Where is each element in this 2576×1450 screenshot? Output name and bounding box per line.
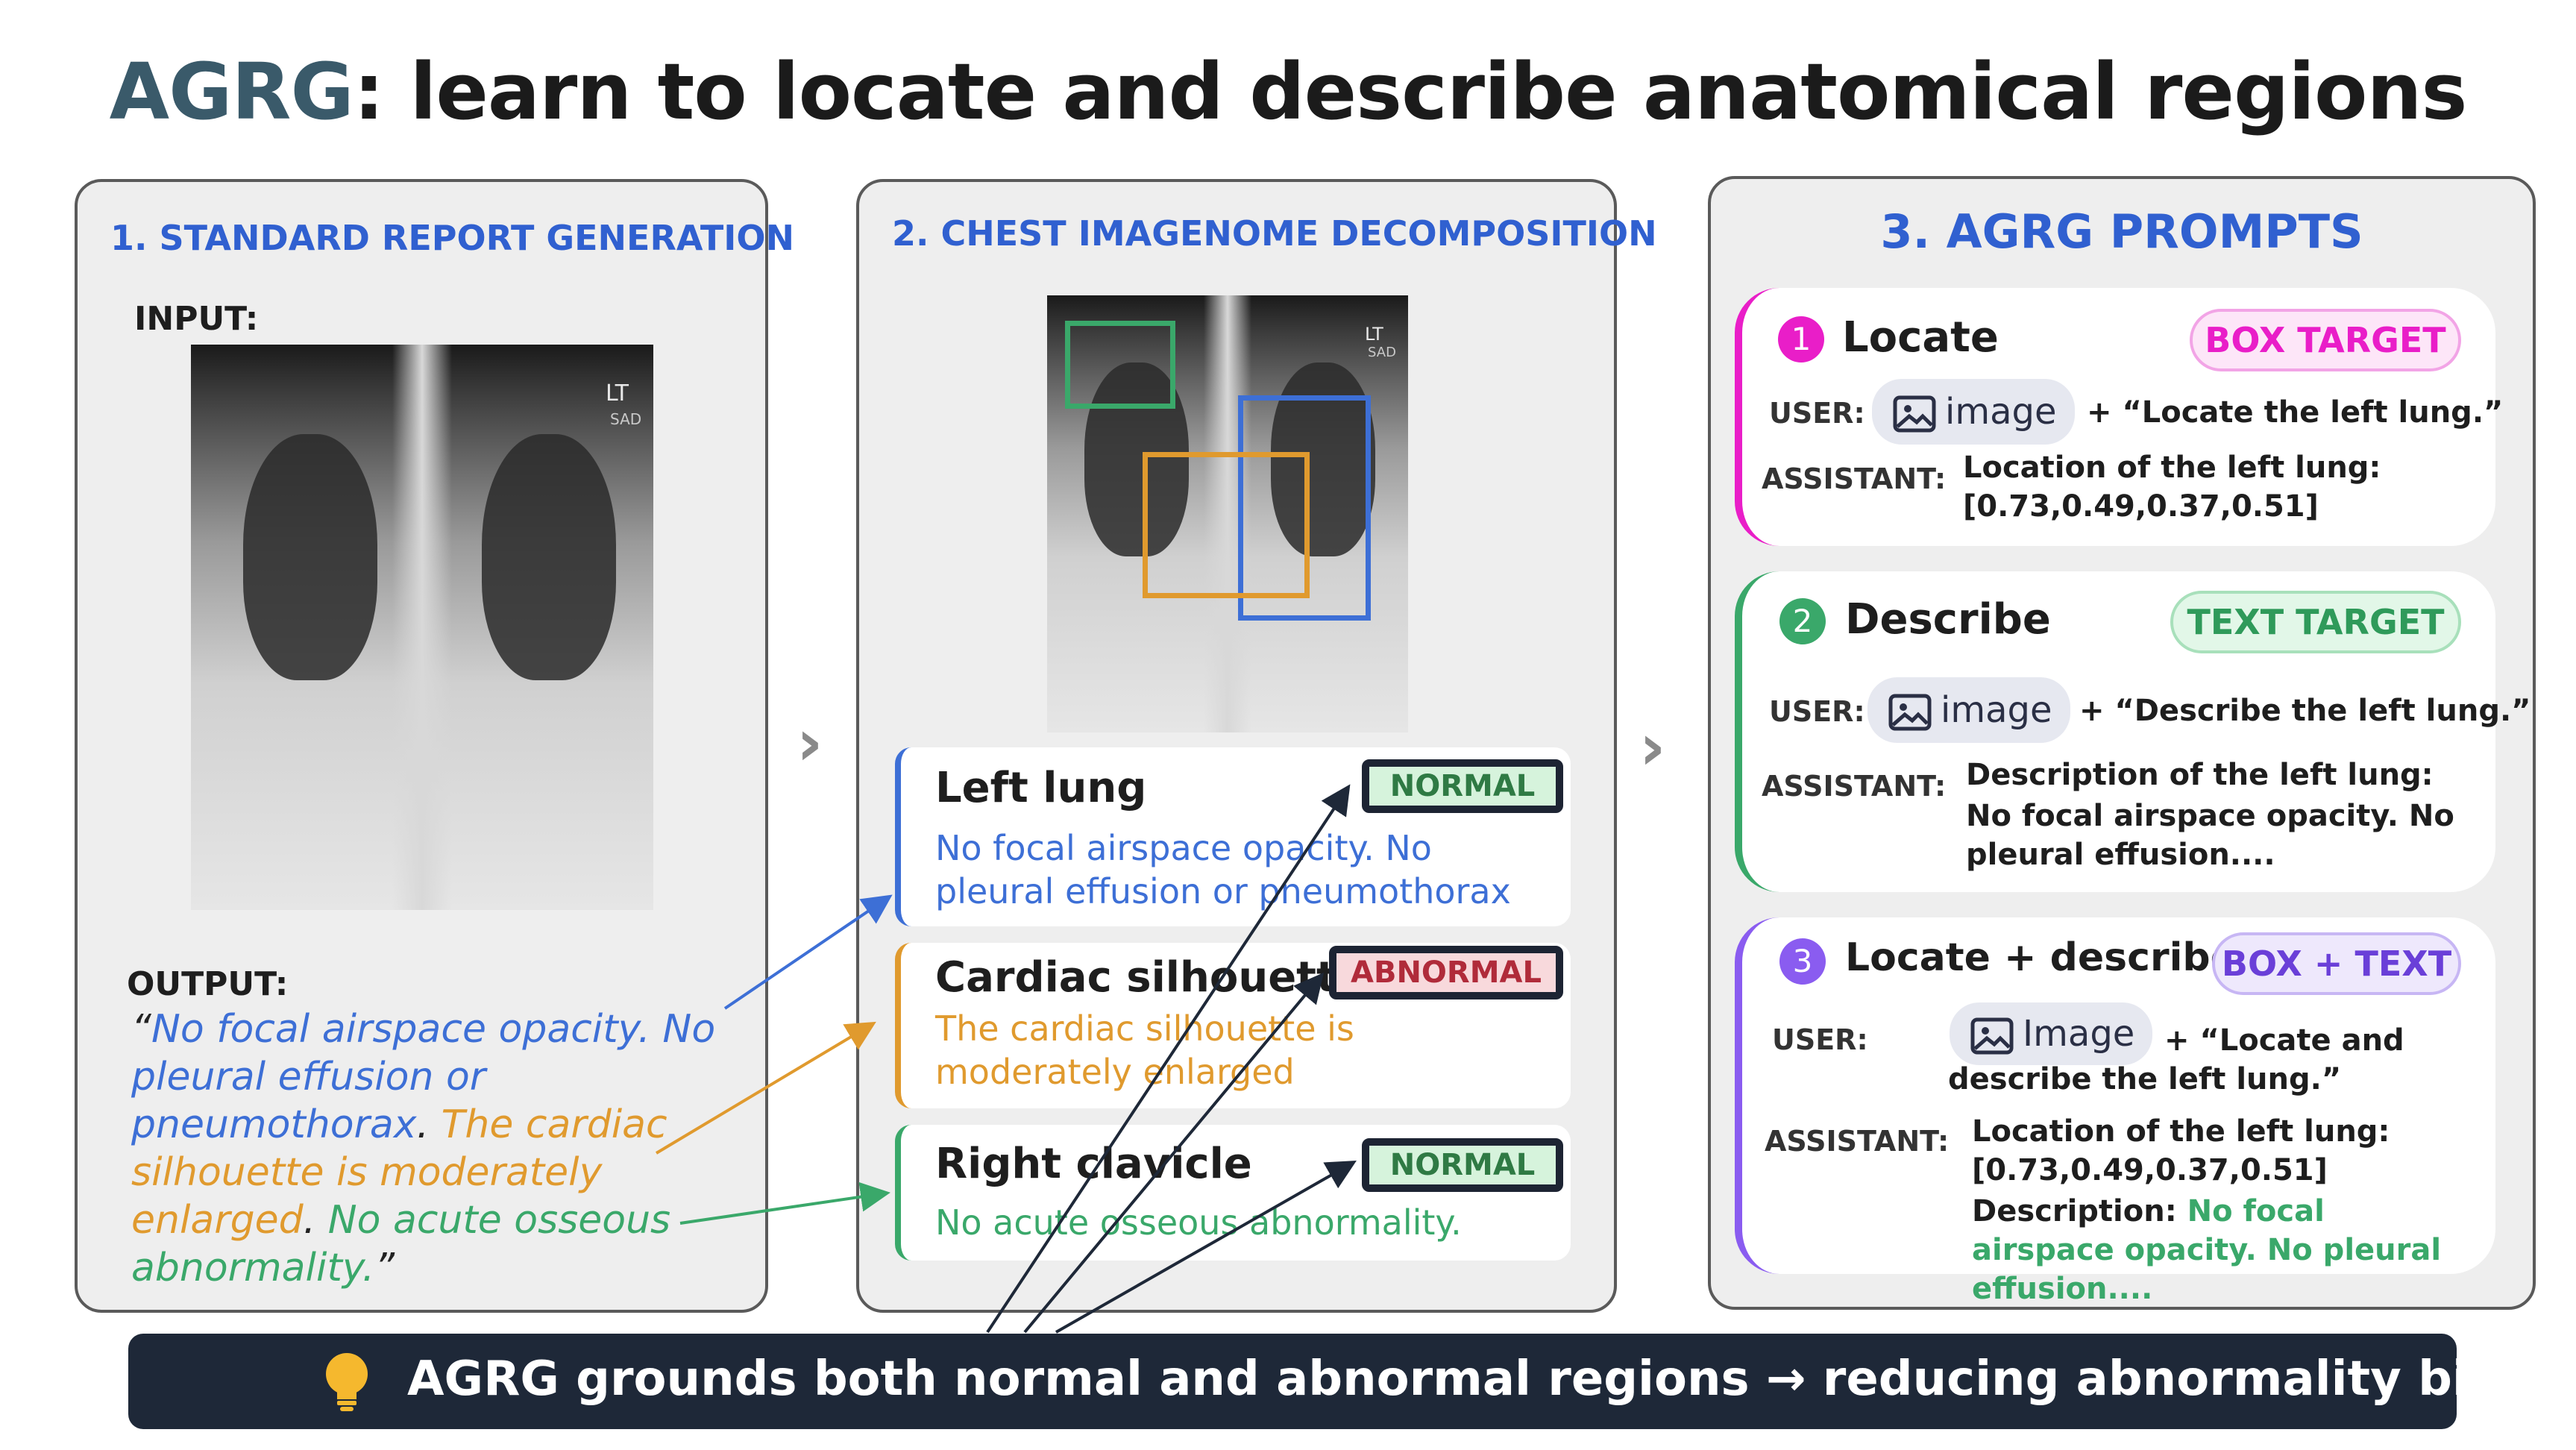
- arrow-osseous-to-card: [680, 1193, 885, 1223]
- arrow-banner-to-cardiac-badge: [1025, 977, 1320, 1332]
- arrow-banner-to-clavicle-badge: [1056, 1164, 1351, 1332]
- arrow-cardiac-to-card: [656, 1025, 871, 1153]
- banner-text: AGRG grounds both normal and abnormal re…: [407, 1352, 2529, 1407]
- lightbulb-icon: [321, 1350, 373, 1414]
- summary-banner: AGRG grounds both normal and abnormal re…: [128, 1334, 2457, 1429]
- arrow-banner-to-left-lung-badge: [987, 789, 1347, 1332]
- arrow-lung-to-card: [725, 898, 888, 1008]
